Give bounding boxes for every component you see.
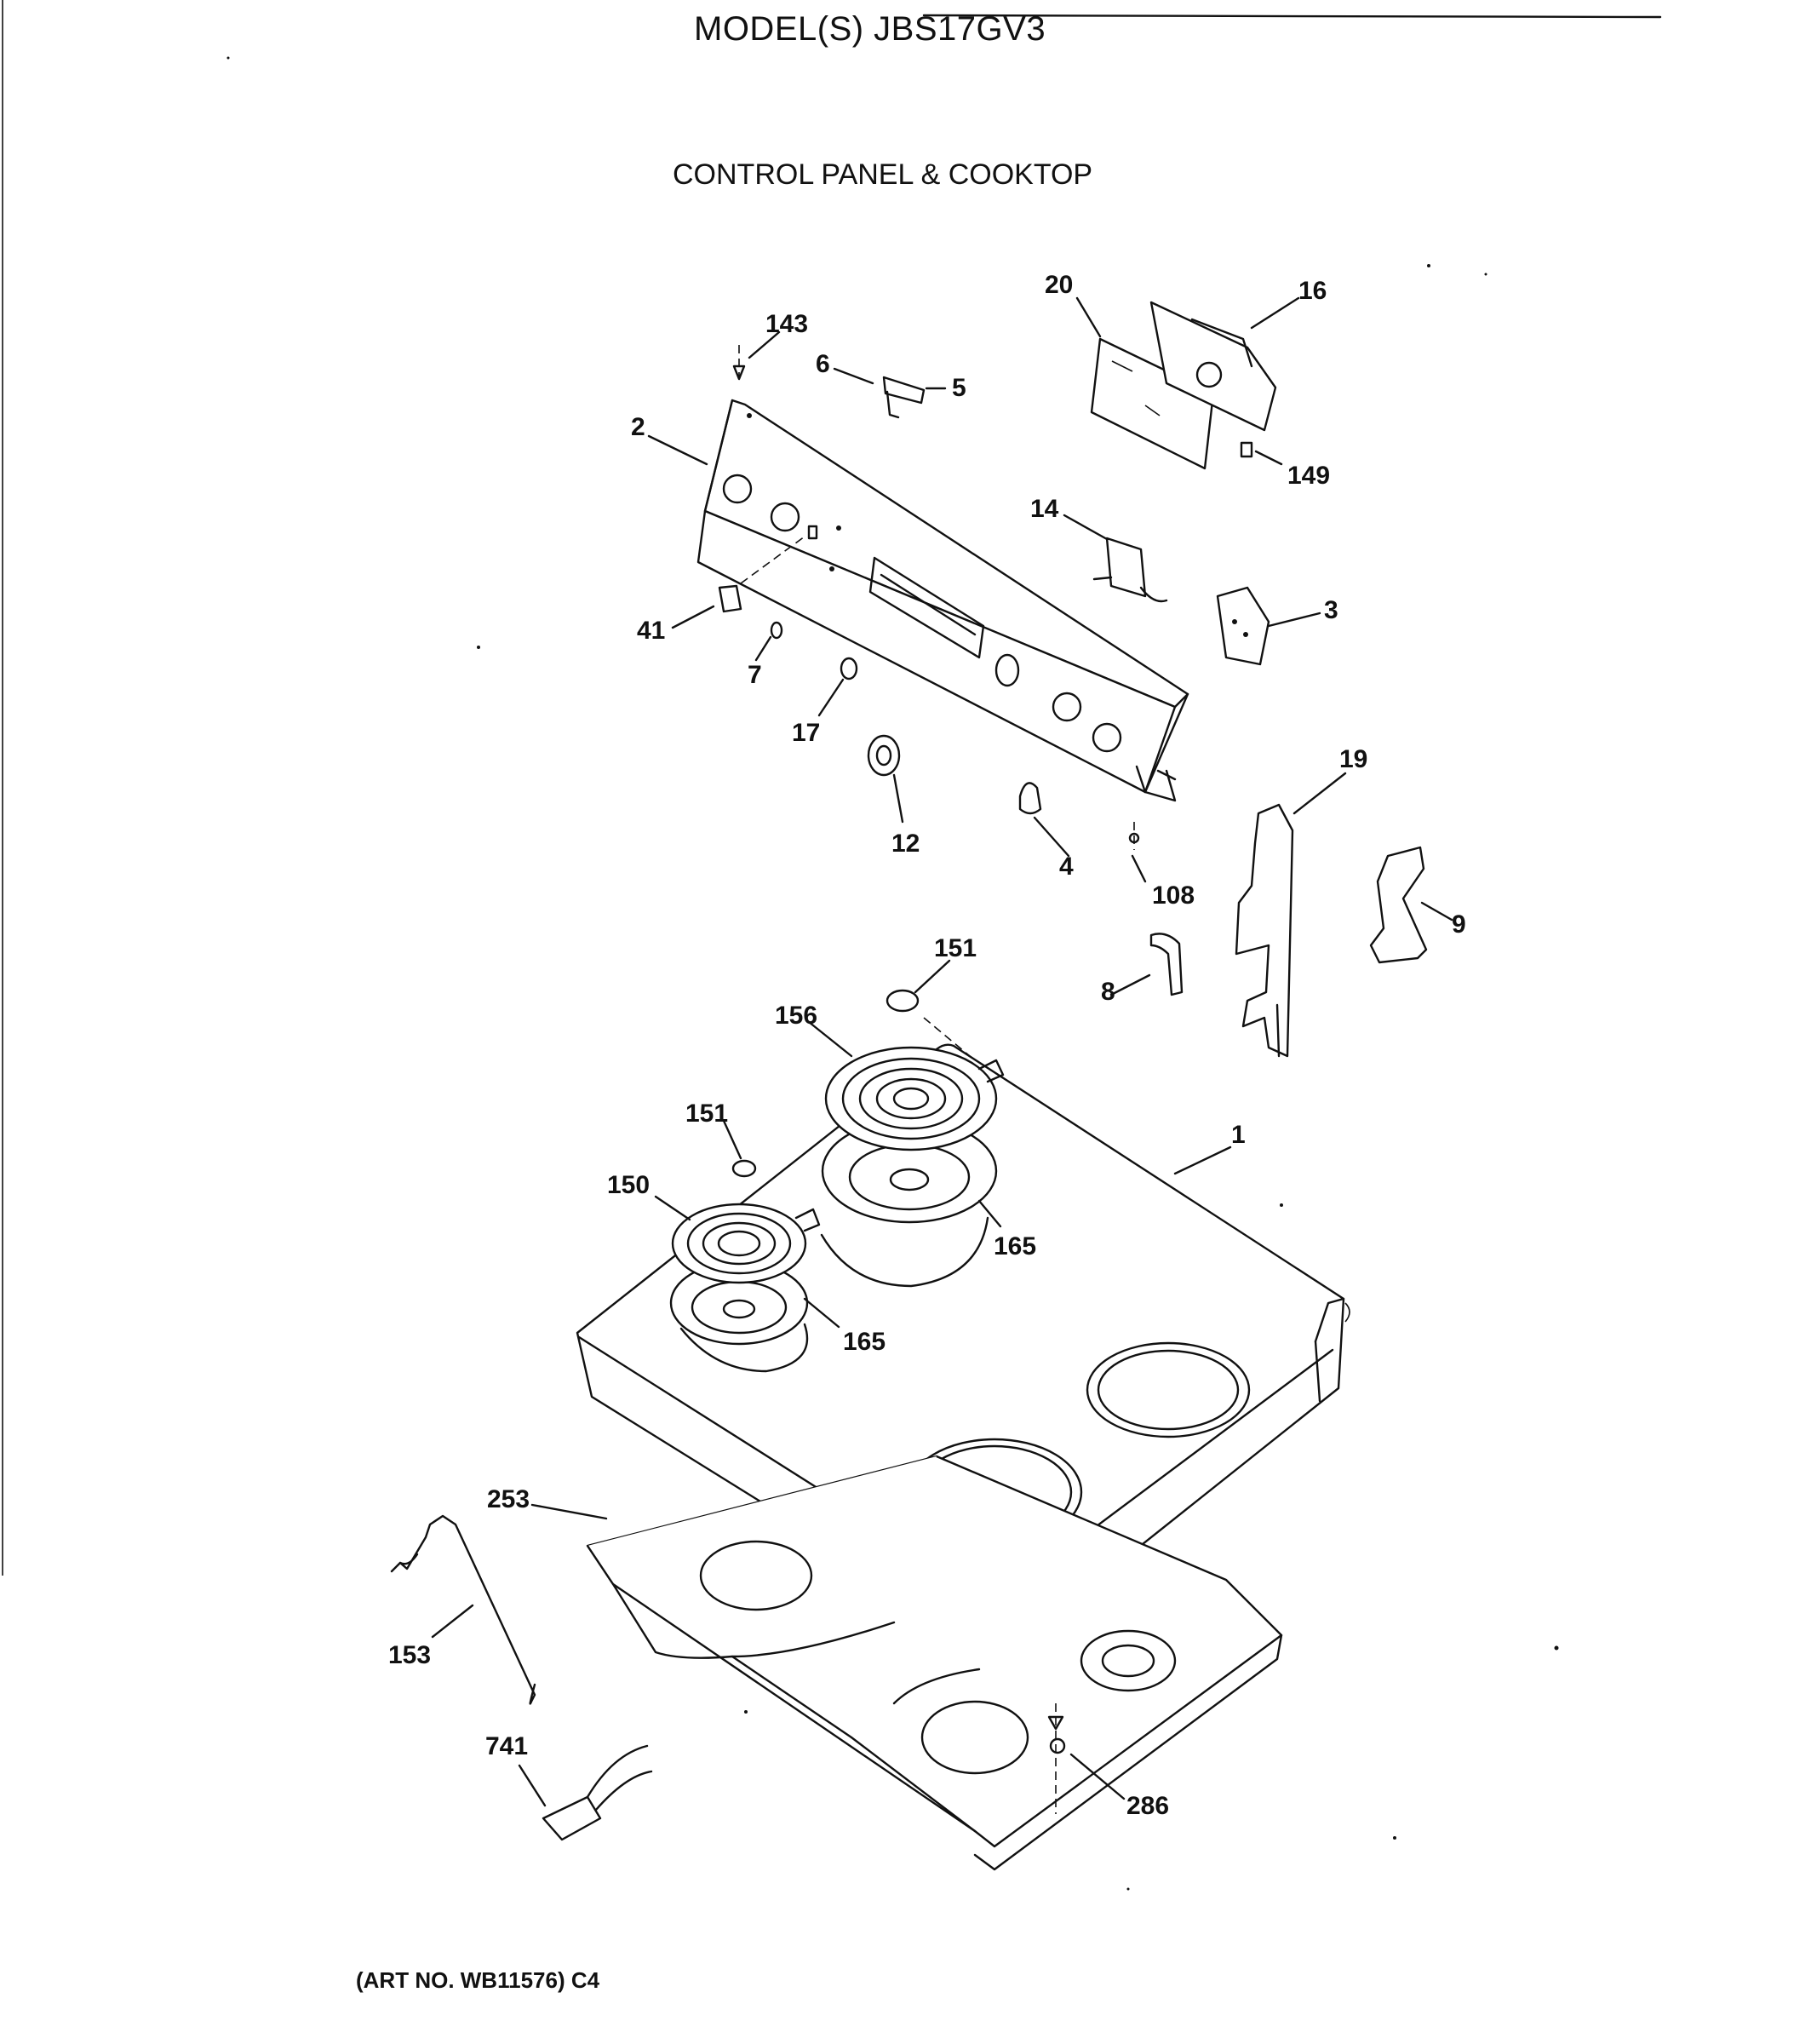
callout-153: 153 [388,1641,432,1669]
callout-16: 16 [1298,277,1327,305]
callout-151-left: 151 [685,1100,729,1128]
spring-wire-153 [390,1514,536,1705]
callout-165-right: 165 [994,1232,1037,1260]
callout-9: 9 [1452,910,1466,939]
callout-12: 12 [891,830,920,858]
header-rule [922,14,1662,19]
art-number: (ART NO. WB11576) C4 [356,1967,600,1993]
surface-element-150 [671,1203,821,1284]
callout-2: 2 [631,413,645,441]
knob-12 [867,734,901,777]
callout-8: 8 [1101,978,1115,1006]
callout-3: 3 [1324,596,1338,624]
connector-741 [542,1744,653,1841]
section-title: CONTROL PANEL & COOKTOP [673,158,1093,191]
callout-156: 156 [775,1002,818,1030]
callout-5: 5 [952,374,966,402]
control-panel-backsplash [696,399,1189,802]
burner-box-253 [586,1455,1283,1871]
screw-108 [1128,822,1140,850]
surface-element-156 [824,1046,1005,1151]
callout-741: 741 [485,1732,529,1760]
end-cap-19 [1235,803,1294,1058]
drip-pan-165-small [669,1260,809,1346]
callout-4: 4 [1059,853,1074,881]
switch-3 [1216,586,1270,666]
callout-165-lower: 165 [843,1328,886,1356]
bracket-9 [1369,846,1428,964]
callout-150: 150 [607,1171,651,1199]
callout-17: 17 [792,719,821,747]
infinite-switch-14 [1092,537,1168,603]
bracket-5-6 [882,376,926,419]
indicator-light-41 [718,536,805,613]
callout-14: 14 [1030,495,1059,523]
callout-20: 20 [1045,271,1074,299]
knob-4 [1018,782,1042,815]
callout-41: 41 [637,617,666,645]
callout-149: 149 [1287,462,1331,490]
bracket-8 [1149,933,1184,996]
callout-7: 7 [748,661,762,689]
receptacle-151-top [886,989,976,1061]
receptacle-151-left [731,1159,757,1178]
clock-timer-16 [1149,301,1277,432]
callout-253: 253 [487,1485,530,1513]
clock-clip-149 [1240,441,1253,458]
scan-specks [226,56,1559,1891]
callout-1: 1 [1231,1121,1246,1149]
screw-286 [1047,1703,1066,1814]
callout-108: 108 [1152,881,1195,910]
callout-286: 286 [1126,1792,1170,1820]
leader-lines [431,296,1453,1807]
callout-143: 143 [765,310,809,338]
screw-143 [732,345,746,381]
callout-6: 6 [816,350,830,378]
callout-19: 19 [1339,745,1368,773]
callout-151-top: 151 [934,934,977,962]
lamp-17 [840,657,858,680]
lamp-7 [770,621,783,640]
